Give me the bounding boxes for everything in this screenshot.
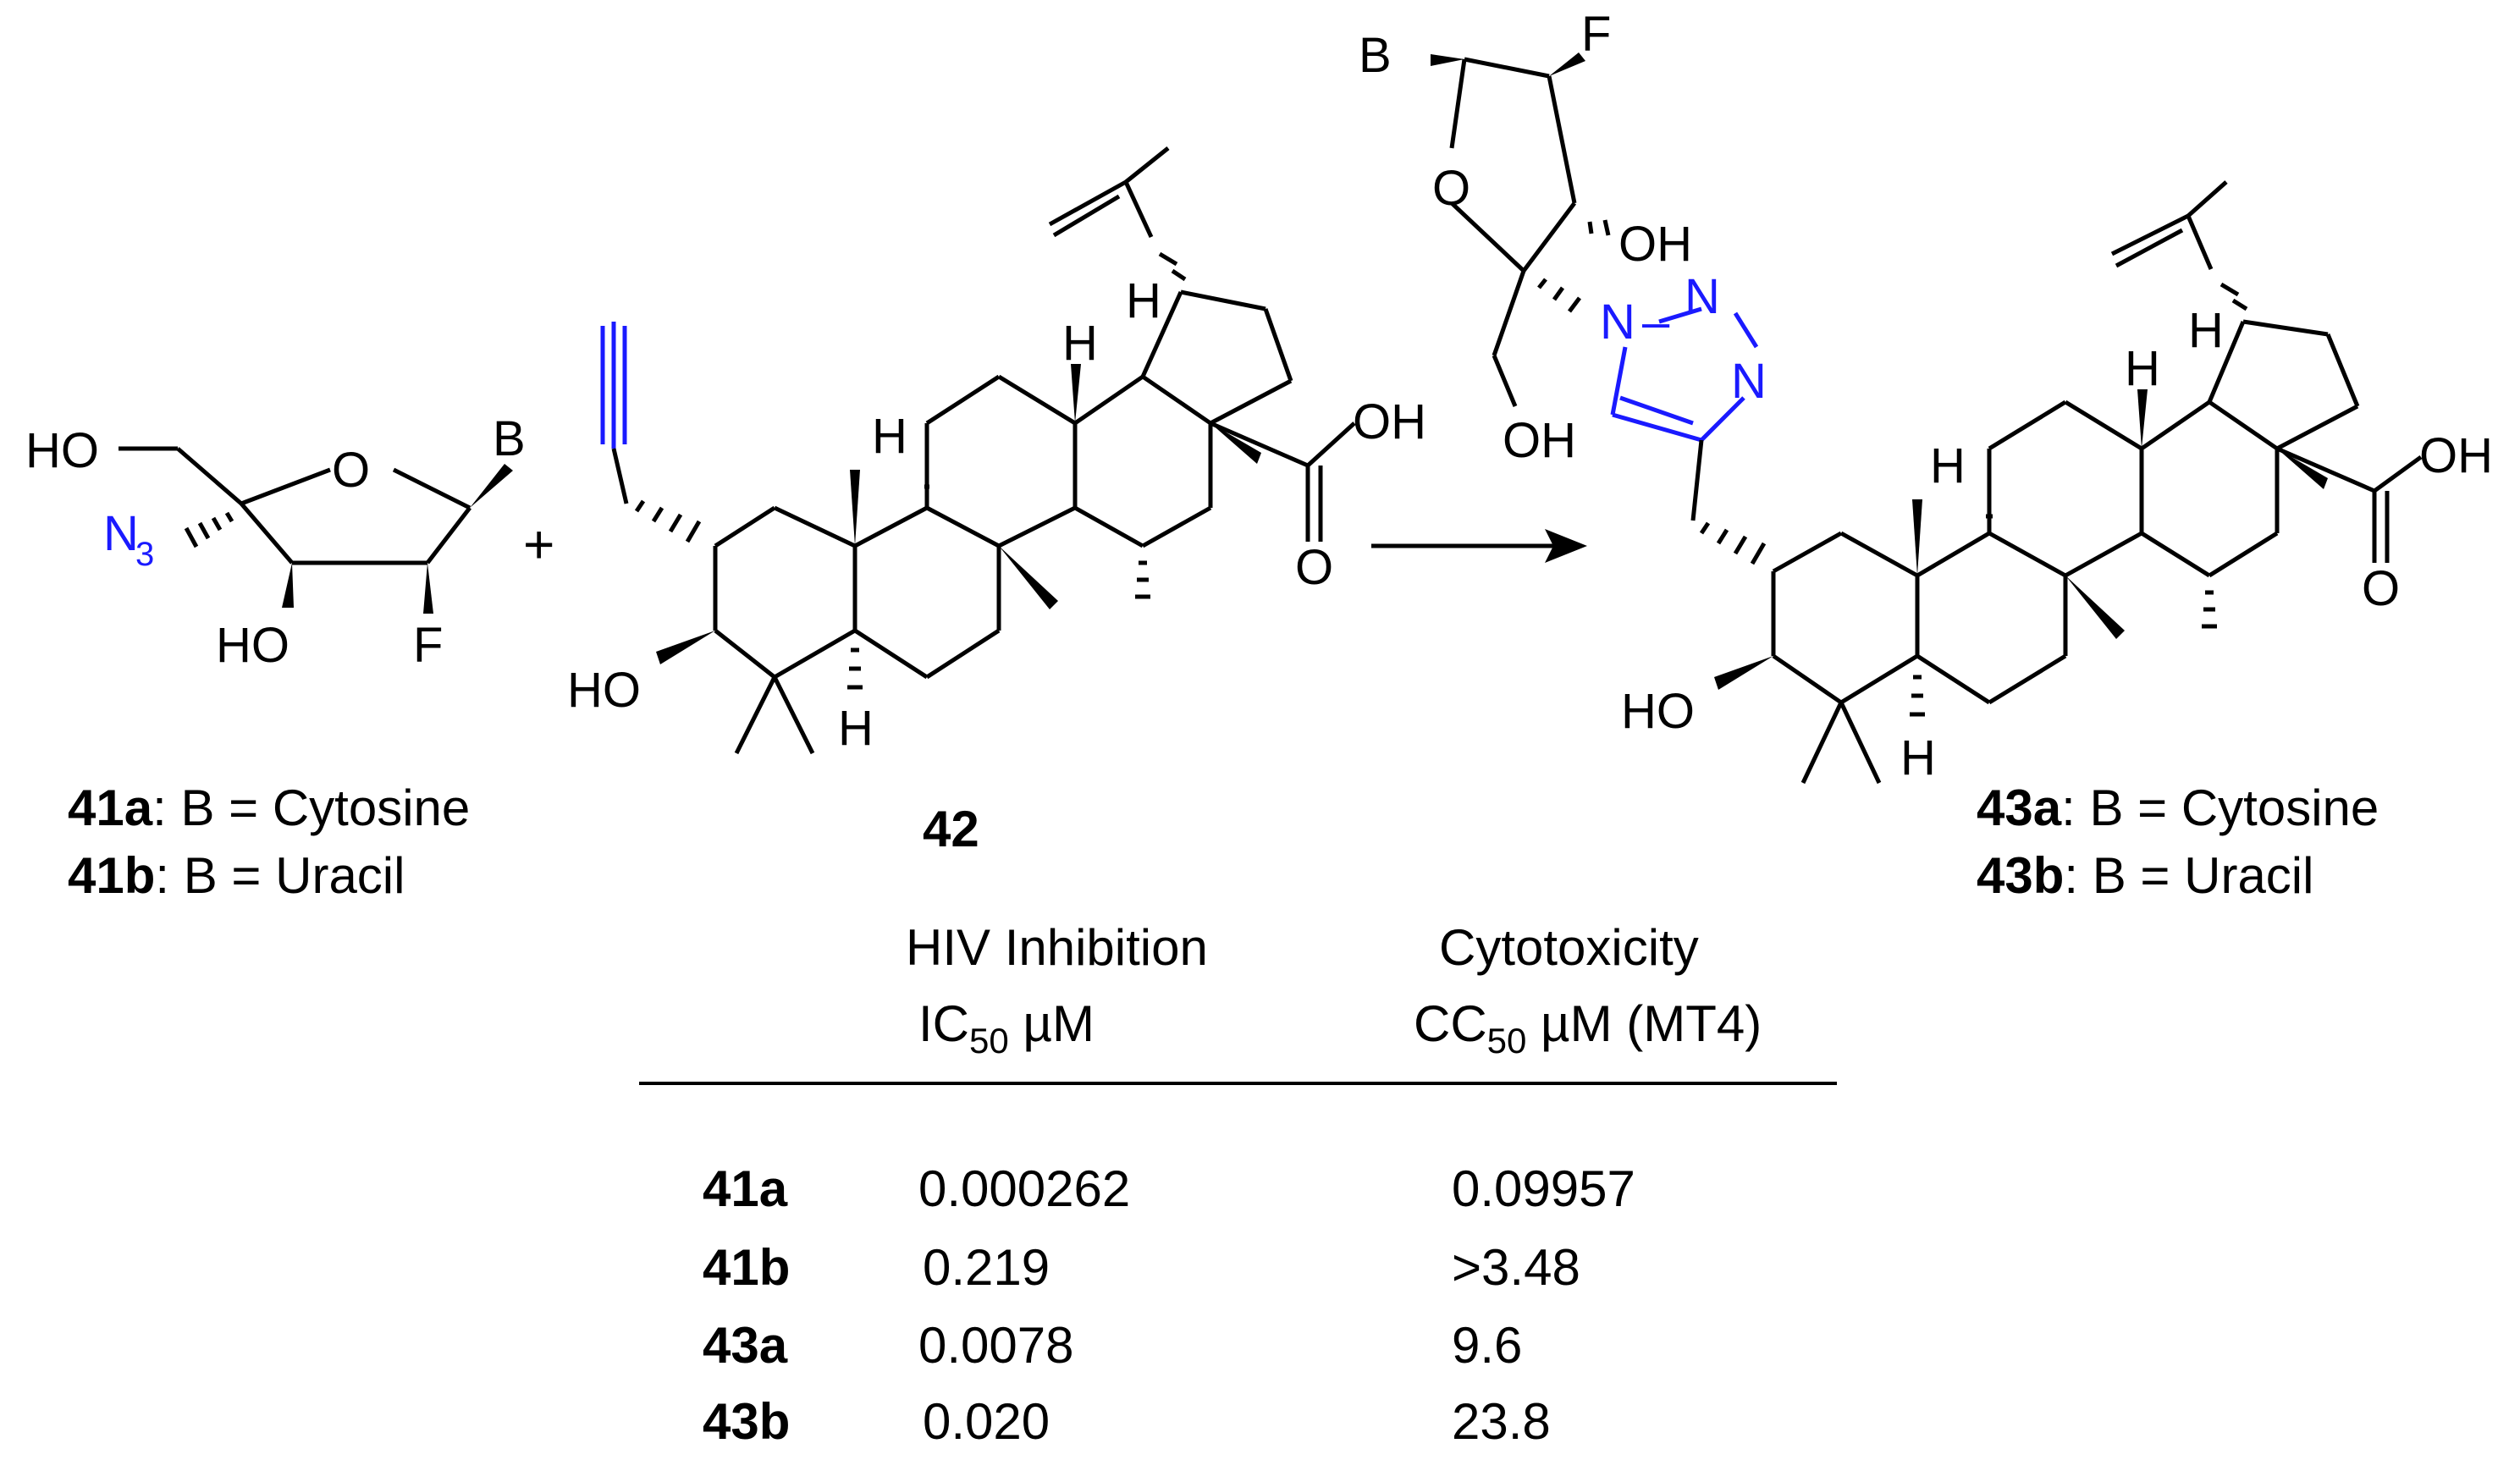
table-header-hiv-inhibition: HIV Inhibition xyxy=(906,919,1208,976)
carbonyl-oxygen-label: O xyxy=(1295,540,1333,595)
triazole-n3-label: N xyxy=(1731,354,1767,409)
triazole-n2-label: N xyxy=(1685,269,1720,324)
fluorine-label: F xyxy=(1581,7,1611,62)
row-compound-id: 41b xyxy=(703,1239,790,1296)
base-label: B xyxy=(493,411,526,466)
h-label: H xyxy=(872,409,907,464)
ho-label: HO xyxy=(1621,684,1695,739)
h-label: H xyxy=(2125,341,2160,396)
row-ic50-value: 0.000262 xyxy=(918,1160,1130,1217)
fluorine-label: F xyxy=(413,618,443,673)
base-label: B xyxy=(1359,28,1392,83)
compound-41-structure: HO O B F HO N 3 xyxy=(25,411,526,673)
row-ic50-value: 0.020 xyxy=(923,1393,1050,1450)
compound-41a-label: 41a: B = Cytosine xyxy=(68,780,470,836)
row-cc50-value: 0.09957 xyxy=(1452,1160,1635,1217)
h-label: H xyxy=(1126,273,1161,328)
ho-label: HO xyxy=(216,618,289,673)
triazole-n1-label: N xyxy=(1600,295,1635,350)
oh-label: OH xyxy=(1353,394,1426,449)
ring-oxygen-label: O xyxy=(1432,161,1470,216)
row-compound-id: 43b xyxy=(703,1393,790,1450)
h-label: H xyxy=(1930,438,1966,493)
row-compound-id: 41a xyxy=(703,1160,788,1217)
h-label: H xyxy=(838,701,874,756)
compound-42-label: 42 xyxy=(923,801,979,857)
azide-label: N xyxy=(103,506,139,561)
ring-oxygen-label: O xyxy=(332,443,370,498)
compound-41b-label: 41b: B = Uracil xyxy=(68,847,405,904)
table-header-cytotoxicity: Cytotoxicity xyxy=(1439,919,1699,976)
row-ic50-value: 0.219 xyxy=(923,1239,1050,1296)
row-ic50-value: 0.0078 xyxy=(918,1317,1074,1374)
table-row: 41b 0.219 >3.48 xyxy=(703,1239,1580,1296)
row-cc50-value: 9.6 xyxy=(1452,1317,1522,1374)
triazole-dash: – xyxy=(1642,295,1670,350)
plus-sign: + xyxy=(523,514,554,575)
h-label: H xyxy=(2188,303,2224,358)
oh-label: OH xyxy=(1503,413,1576,468)
compound-42-structure: HO H H H H OH O xyxy=(567,146,1426,756)
compound-43-structure: B F O OH OH N – N N HO H H H H OH O xyxy=(1359,7,2493,785)
table-header-cc50: CC50 µM (MT4) xyxy=(1414,995,1762,1061)
ho-label: HO xyxy=(567,663,641,718)
oh-label: OH xyxy=(2419,428,2493,483)
compound-43a-label: 43a: B = Cytosine xyxy=(1977,780,2379,836)
oh-label: OH xyxy=(1618,217,1692,272)
row-cc50-value: 23.8 xyxy=(1452,1393,1551,1450)
h-label: H xyxy=(1062,316,1098,371)
h-label: H xyxy=(1900,730,1936,785)
azide-subscript: 3 xyxy=(135,536,154,573)
row-cc50-value: >3.48 xyxy=(1452,1239,1580,1296)
compound-43b-label: 43b: B = Uracil xyxy=(1977,847,2313,904)
reaction-arrow xyxy=(1371,529,1587,563)
table-row: 43a 0.0078 9.6 xyxy=(703,1317,1522,1374)
table-row: 43b 0.020 23.8 xyxy=(703,1393,1551,1450)
row-compound-id: 43a xyxy=(703,1317,788,1374)
activity-table: HIV Inhibition IC50 µM Cytotoxicity CC50… xyxy=(639,919,1837,1450)
table-row: 41a 0.000262 0.09957 xyxy=(703,1160,1635,1217)
ho-label: HO xyxy=(25,423,99,478)
carbonyl-oxygen-label: O xyxy=(2362,561,2400,616)
table-header-ic50: IC50 µM xyxy=(918,995,1095,1061)
